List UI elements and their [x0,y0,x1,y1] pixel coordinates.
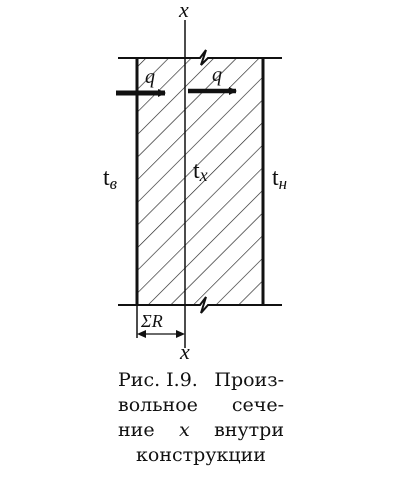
dimension-arrow-right [176,330,185,338]
caption-text: внутри [214,419,284,441]
caption-line-3: ние x внутри [118,418,284,443]
caption-text: Произ- [214,369,284,391]
wall-top-break-line [118,49,282,66]
caption-figure-number: Рис. I.9. [118,369,198,391]
temp-label-section: tx [193,158,208,185]
caption-text: конструкции [136,444,266,466]
dimension-arrow-left [137,330,146,338]
heat-flux-label-left: q [145,66,155,88]
caption-text: сече- [231,394,284,416]
caption-text: ние [118,419,155,441]
resistance-label: ΣR [140,311,163,331]
wall-hatched-area [137,58,263,305]
axis-label-top: x [178,0,189,22]
caption-line-2: вольное сече- [118,393,284,418]
figure-caption: Рис. I.9. Произ- вольное сече- ние x вну… [118,368,284,468]
caption-variable: x [178,419,190,441]
temp-label-inner: tв [103,165,118,193]
wall-bottom-break-line [118,296,282,314]
heat-flux-label-right: q [212,64,222,86]
caption-line-4: конструкции [118,443,284,468]
caption-line-1: Рис. I.9. Произ- [118,368,284,393]
caption-text: вольное [118,394,198,416]
axis-label-bottom: x [179,339,190,364]
temp-label-outer: tн [272,165,287,193]
